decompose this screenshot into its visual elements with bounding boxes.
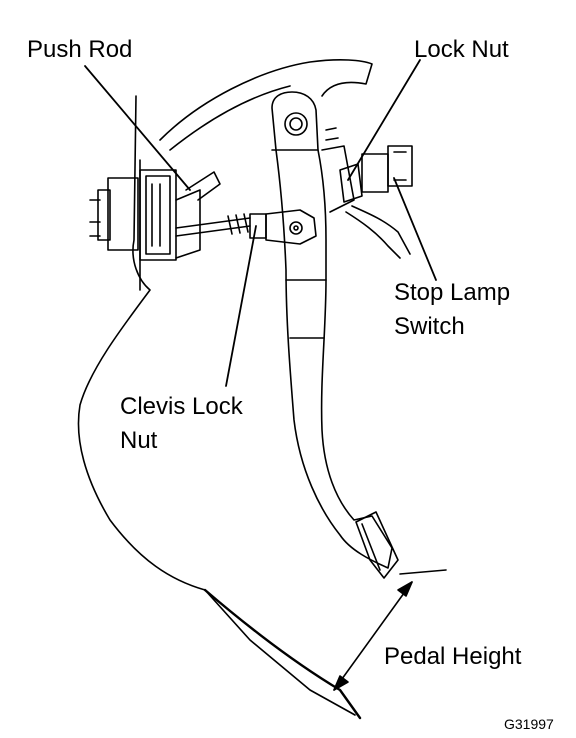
label-clevis-line2: Nut: [120, 427, 158, 454]
label-pedal-height: Pedal Height: [384, 643, 522, 670]
label-clevis-line1: Clevis Lock: [120, 393, 243, 420]
pedal-height-dimension: [333, 569, 447, 691]
booster-assembly: [89, 169, 221, 261]
firewall-outline: [77, 95, 356, 716]
arrowhead-upper: [397, 581, 413, 597]
figure-code: G31997: [504, 716, 554, 732]
pedal-pad: [355, 511, 399, 579]
stop-lamp-switch: [321, 127, 413, 259]
leader-push-rod: [84, 65, 191, 191]
pedal-arm: [271, 91, 393, 569]
label-stop-lamp-line2: Switch: [394, 313, 465, 340]
leader-lock-nut: [347, 59, 421, 181]
label-lock-nut: Lock Nut: [414, 36, 509, 63]
arrowhead-lower: [333, 675, 349, 691]
floor-panel: [203, 588, 362, 720]
label-stop-lamp-line1: Stop Lamp: [394, 279, 511, 306]
push-rod: [175, 213, 267, 239]
leader-clevis: [225, 225, 257, 387]
label-push-rod: Push Rod: [27, 36, 133, 63]
clevis: [265, 209, 317, 245]
bracket-top-edge: [169, 85, 291, 151]
dash-panel-outline: [159, 59, 373, 141]
leader-stop-lamp: [393, 177, 437, 281]
leader-lines: [84, 59, 437, 387]
